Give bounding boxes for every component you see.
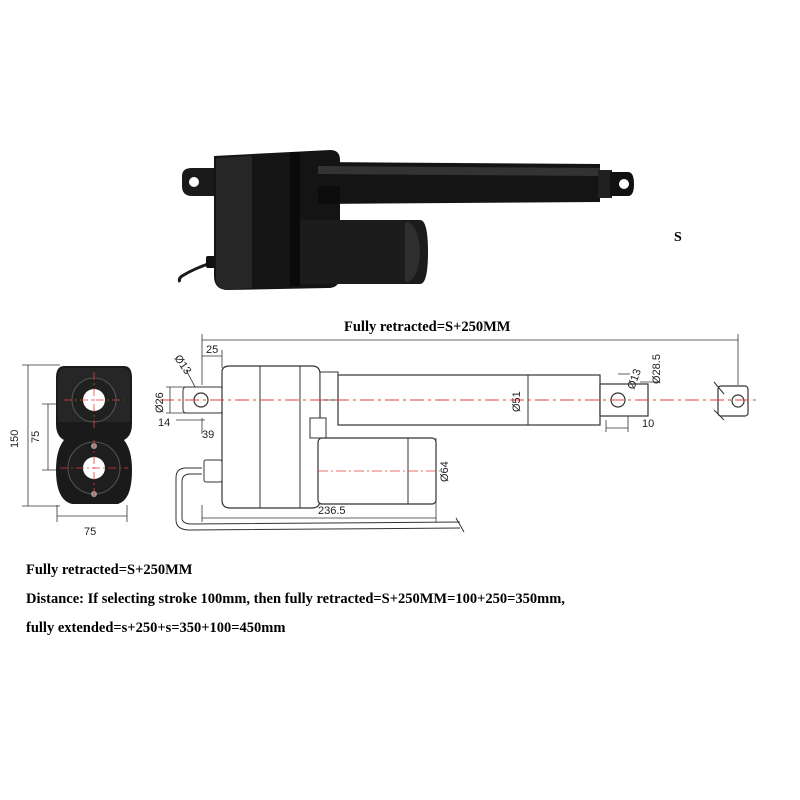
motor-dia: Ø64 [439, 461, 451, 482]
stroke-label: S [674, 230, 682, 245]
rear-lug-length: 39 [202, 429, 214, 441]
note-line-3: fully extended=s+250+s=350+100=450mm [26, 620, 286, 636]
end-view: 150 75 75 [9, 364, 132, 538]
actuator-photo [177, 150, 634, 290]
note-line-1: Fully retracted=S+250MM [26, 562, 193, 578]
tube-dia: Ø51 [511, 391, 523, 412]
body-length: 236.5 [318, 505, 346, 517]
rear-lug-dia: Ø26 [154, 392, 166, 413]
front-end-length: 10 [642, 418, 654, 430]
end-view-width: 75 [84, 526, 96, 538]
drawing-title: Fully retracted=S+250MM [344, 319, 511, 335]
side-view: 25 Ø13 Ø26 14 39 Ø51 Ø64 236.5 Ø13 Ø28.5… [154, 334, 760, 533]
rod-dia: Ø28.5 [651, 354, 663, 384]
end-view-mid-height: 75 [30, 431, 42, 443]
end-view-height: 150 [9, 430, 21, 448]
actuator-drawing: S Fully retracted=S+250MM [9, 150, 760, 538]
notes: Fully retracted=S+250MM Distance: If sel… [26, 562, 786, 649]
note-line-2: Distance: If selecting stroke 100mm, the… [26, 591, 565, 607]
rear-clevis-offset: 25 [206, 344, 218, 356]
rear-hole-dia: Ø13 [172, 353, 194, 377]
rear-lug-height: 14 [158, 417, 170, 429]
